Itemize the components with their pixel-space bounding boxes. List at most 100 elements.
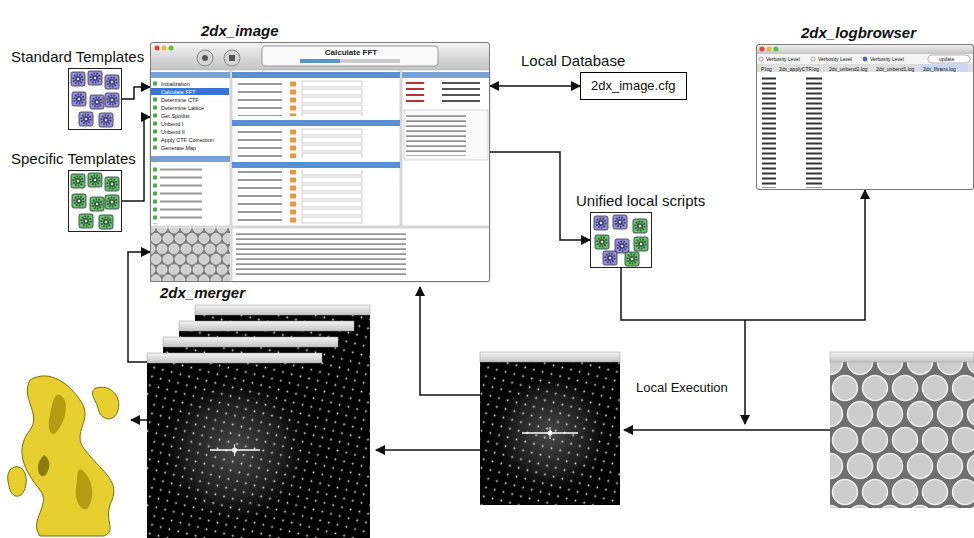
application-window: 2dx_logbrowserVerbosity LevelVerbosity L… [756, 44, 974, 190]
image-window-screenshot [150, 80, 230, 152]
image-window-screenshot [232, 80, 400, 116]
image-window-screenshot [197, 50, 213, 66]
specific-template-icons [71, 174, 85, 188]
image-window-screenshot [229, 55, 235, 61]
node-heading: 2dx_logbrowser [801, 24, 916, 42]
logbrowser-screenshot [767, 47, 772, 52]
logbrowser-screenshot [811, 57, 815, 61]
ui-label: Calculate FFT [263, 48, 439, 58]
fft-stack [232, 448, 237, 453]
standard-template-icons [68, 68, 122, 130]
micrograph-image [830, 352, 974, 508]
script-icons [634, 237, 648, 251]
node-heading: Standard Templates [11, 48, 144, 66]
image-window-screenshot [150, 72, 230, 78]
fft-stack [147, 353, 322, 363]
ui-label: Unbend II [161, 129, 185, 136]
ui-label: Verbosity Level [818, 56, 852, 62]
image-window-screenshot [150, 228, 230, 282]
flow-arrows [131, 287, 830, 450]
flow-connector [122, 87, 150, 99]
specific-template-icons [105, 177, 119, 191]
fft-stack [147, 353, 322, 538]
image-window-screenshot [232, 162, 400, 168]
flow-connector [621, 190, 865, 320]
database-box: Local Database2dx_image.cfg [580, 72, 687, 100]
image-window-screenshot [232, 228, 490, 282]
standard-template-icons [88, 71, 102, 85]
script-icons [595, 235, 609, 249]
logbrowser-screenshot [920, 64, 968, 72]
image-window-screenshot [232, 70, 400, 226]
image-window-screenshot [150, 228, 230, 282]
image-window-screenshot [300, 59, 340, 63]
ui-label: Determine CTF [161, 97, 199, 104]
ui-label: P.log [761, 66, 772, 72]
ui-label: 2dx_fftrans.log [923, 66, 956, 72]
ui-label: 2dx_applyCTF.log [779, 66, 819, 72]
image-window-screenshot [232, 72, 400, 78]
fft-stack [179, 321, 354, 331]
step-label: Local Execution [636, 380, 728, 396]
ui-label: Initialization [161, 81, 190, 88]
flow-arrows [420, 287, 480, 395]
specific-template-icons [72, 194, 86, 208]
micrograph-image [830, 352, 974, 362]
node-heading: Unified local scripts [576, 192, 705, 210]
flow-connector [490, 152, 590, 240]
logbrowser-screenshot [756, 64, 974, 72]
logbrowser-screenshot [774, 47, 779, 52]
image-window-screenshot [150, 70, 230, 226]
fft-stack [147, 353, 322, 538]
specific-template-icons [68, 170, 122, 232]
logbrowser-screenshot [759, 57, 763, 61]
ui-label: update [939, 56, 954, 62]
fft-image [548, 431, 553, 436]
script-icons [594, 216, 608, 230]
image-window-screenshot [232, 170, 400, 224]
logbrowser-screenshot [757, 72, 973, 189]
ui-label: Get Spotlist [161, 113, 189, 120]
ui-label: Verbosity Level [870, 56, 904, 62]
micrograph-image [830, 362, 974, 508]
image-window-screenshot [150, 42, 490, 282]
logbrowser-screenshot [756, 44, 974, 190]
micrograph-image [830, 352, 974, 508]
fft-image [480, 362, 620, 505]
fft-stack [147, 305, 370, 538]
template-box: Specific Templates [68, 170, 122, 232]
image-window-screenshot [402, 70, 490, 226]
node-heading: 2dx_image [201, 22, 279, 40]
flow-connector [490, 85, 580, 87]
image-window-screenshot [150, 166, 230, 224]
logbrowser-screenshot [760, 47, 765, 52]
fft-image [480, 362, 620, 505]
ui-label: Determine Lattice [161, 105, 204, 112]
specific-template-icons [90, 197, 104, 211]
logbrowser-screenshot [756, 44, 974, 190]
script-icons [613, 215, 627, 229]
standard-template-icons [99, 113, 113, 127]
density-map-3d [38, 455, 49, 476]
specific-template-icons [88, 173, 102, 187]
density-map-3d [8, 376, 119, 536]
logbrowser-screenshot [756, 44, 974, 54]
density-map-3d [93, 387, 119, 419]
script-icons [615, 239, 629, 253]
flow-arrows [744, 320, 746, 424]
ui-label: Unbend I [161, 121, 183, 128]
image-window-screenshot [262, 46, 438, 66]
image-window-screenshot [150, 42, 490, 282]
image-window-screenshot [236, 232, 486, 278]
specific-template-icons [99, 215, 113, 229]
image-window-screenshot [150, 156, 230, 162]
fft-image [480, 352, 620, 505]
ui-label: Calculate FFT [161, 89, 196, 96]
flow-arrows [376, 449, 480, 451]
standard-template-icons [105, 75, 119, 89]
node-heading: Local Database [521, 52, 625, 70]
image-stack: 2dx_merger [147, 305, 372, 538]
fft-stack [147, 363, 322, 538]
